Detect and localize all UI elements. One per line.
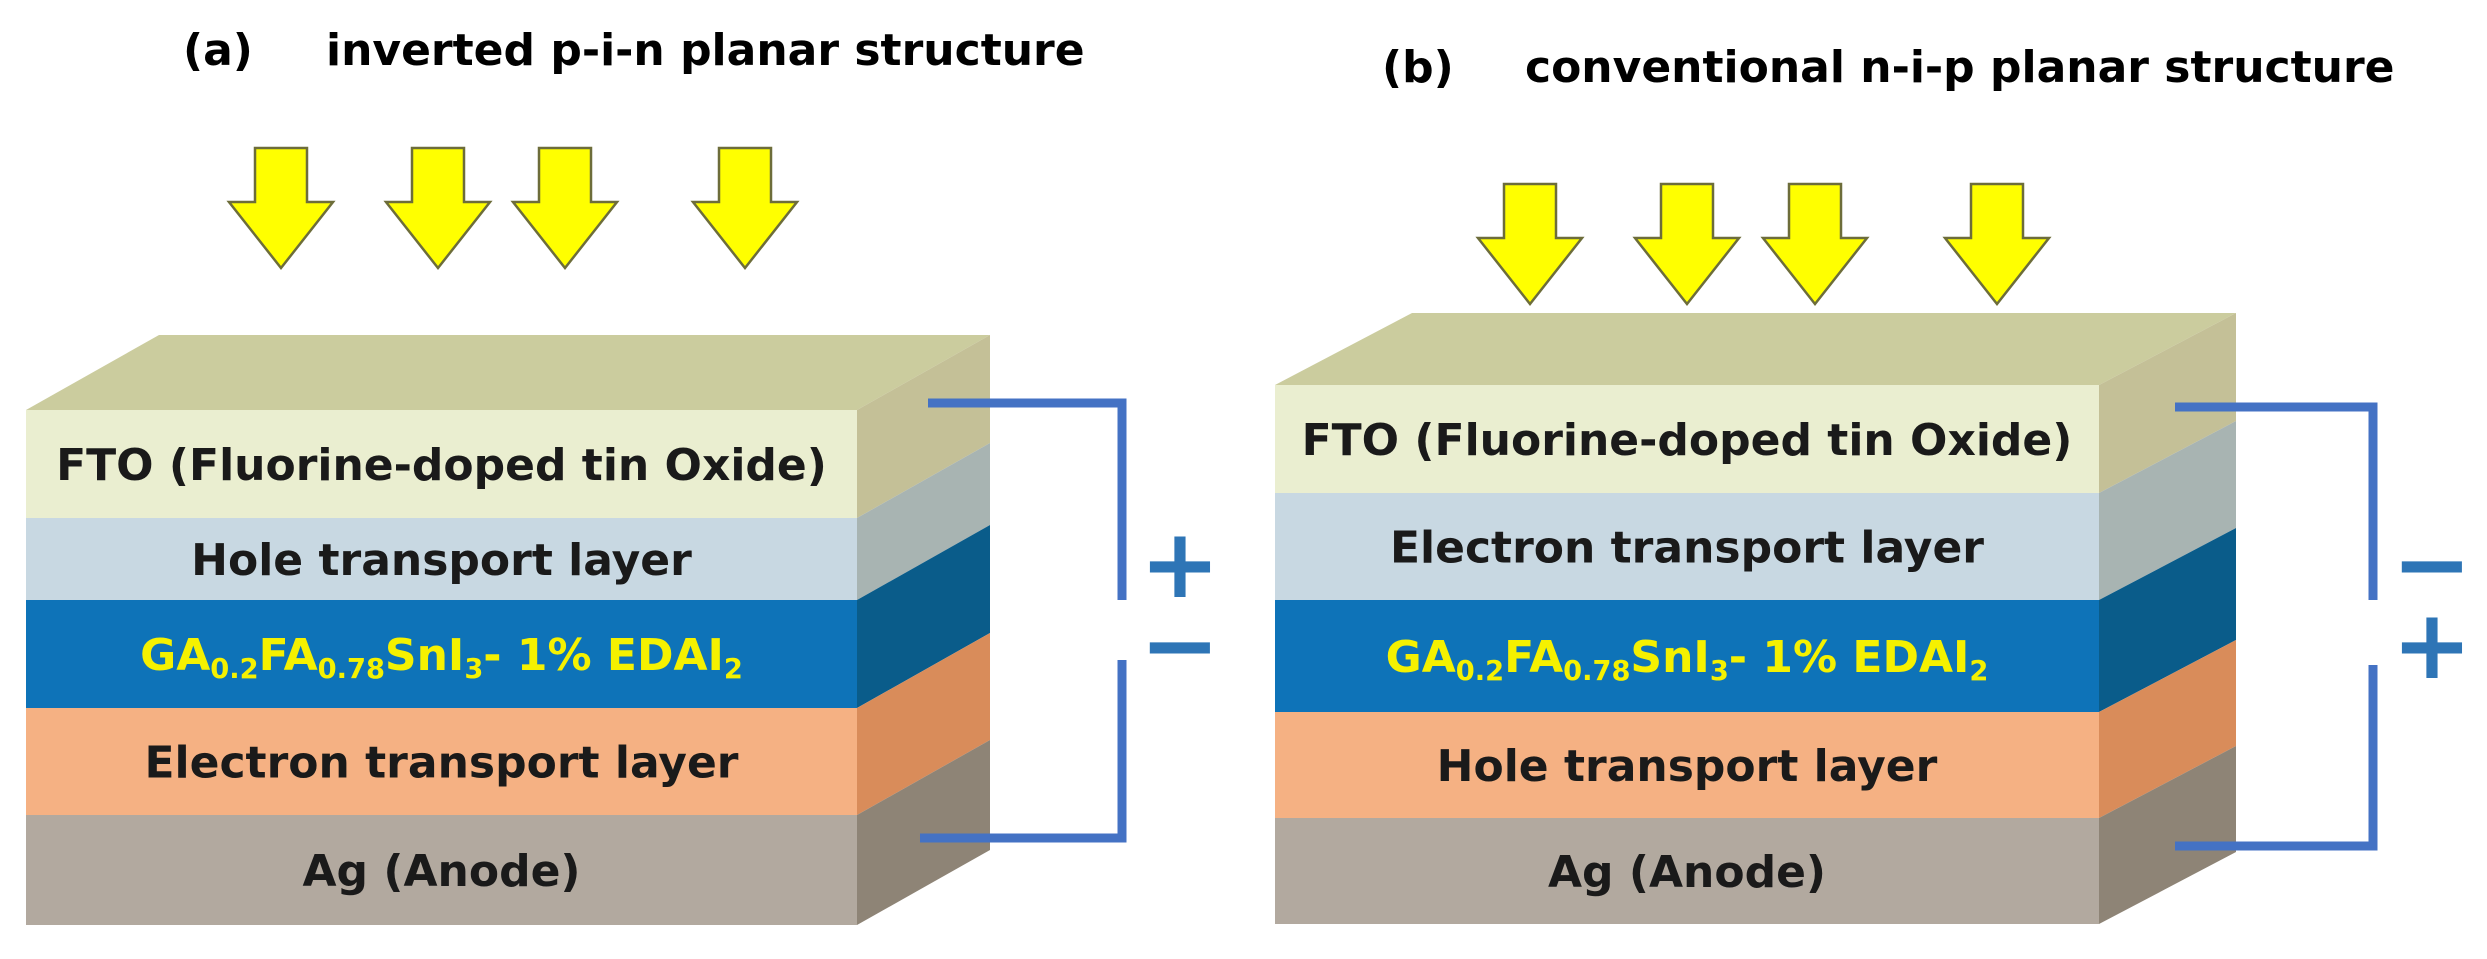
layer-side-face [2099, 640, 2236, 818]
bottom-terminal-sign: − [1140, 589, 1220, 701]
layer-front-face [1275, 712, 2099, 818]
panel-b-header: (b) conventional n-i-p planar structure [1382, 42, 2395, 93]
bottom-contact-wire [2175, 665, 2378, 851]
layer-etl: Electron transport layer [26, 633, 990, 815]
layer-anode: Ag (Anode) [26, 740, 990, 925]
light-arrow-icon [1760, 182, 1870, 307]
layer-perovskite: GA0.2FA0.78SnI3- 1% EDAI2 [1275, 528, 2236, 712]
layer-side-face [857, 335, 990, 518]
layer-side-face [2099, 528, 2236, 712]
layer-front-face [26, 600, 857, 708]
layer-side-face [857, 443, 990, 600]
layer-htl: Hole transport layer [26, 443, 990, 600]
layer-label: Ag (Anode) [302, 846, 580, 897]
stack-top-face [26, 335, 990, 410]
layer-htl: Hole transport layer [1275, 640, 2236, 818]
layer-fto: FTO (Fluorine-doped tin Oxide) [26, 335, 990, 518]
light-arrow-icon [1632, 182, 1742, 307]
layer-label: Electron transport layer [1390, 522, 1984, 573]
layer-front-face [1275, 493, 2099, 600]
panel-a-title: inverted p-i-n planar structure [326, 25, 1085, 76]
layer-label: GA0.2FA0.78SnI3- 1% EDAI2 [140, 630, 743, 685]
layer-label: FTO (Fluorine-doped tin Oxide) [56, 440, 827, 491]
bottom-terminal-sign: + [2392, 589, 2472, 701]
panel-a-header: (a) inverted p-i-n planar structure [183, 25, 1085, 76]
layer-front-face [26, 815, 857, 925]
panel-b-label: (b) [1382, 42, 1454, 93]
layer-side-face [2099, 313, 2236, 493]
top-terminal-sign: + [1140, 508, 1220, 620]
layer-label: GA0.2FA0.78SnI3- 1% EDAI2 [1386, 632, 1989, 687]
layer-side-face [857, 740, 990, 925]
light-arrow-icon [226, 146, 336, 271]
layer-label: Ag (Anode) [1548, 847, 1826, 898]
layer-front-face [1275, 385, 2099, 493]
layer-front-face [1275, 818, 2099, 924]
light-arrow-icon [1942, 182, 2052, 307]
light-arrow-icon [1475, 182, 1585, 307]
layer-perovskite: GA0.2FA0.78SnI3- 1% EDAI2 [26, 525, 990, 708]
bottom-contact-wire [920, 660, 1127, 843]
panel-a-label: (a) [183, 25, 253, 76]
layer-etl: Electron transport layer [1275, 421, 2236, 600]
top-contact-wire [2175, 402, 2378, 600]
light-arrow-icon [690, 146, 800, 271]
layer-fto: FTO (Fluorine-doped tin Oxide) [1275, 313, 2236, 493]
layer-side-face [2099, 746, 2236, 924]
layer-anode: Ag (Anode) [1275, 746, 2236, 924]
top-contact-wire [928, 398, 1127, 600]
layer-front-face [26, 518, 857, 600]
layer-front-face [1275, 600, 2099, 712]
panel-b-stack: FTO (Fluorine-doped tin Oxide) Electron t… [1275, 182, 2472, 924]
layer-side-face [2099, 421, 2236, 600]
layer-side-face [857, 633, 990, 815]
layer-label: FTO (Fluorine-doped tin Oxide) [1302, 415, 2073, 466]
layer-label: Hole transport layer [191, 535, 692, 586]
panel-a-stack: FTO (Fluorine-doped tin Oxide) Hole trans… [26, 146, 1220, 925]
panel-b-title: conventional n-i-p planar structure [1525, 42, 2395, 93]
top-terminal-sign: − [2392, 508, 2472, 620]
layer-front-face [26, 708, 857, 815]
layer-label: Hole transport layer [1437, 741, 1938, 792]
light-arrow-icon [510, 146, 620, 271]
layer-front-face [26, 410, 857, 518]
layer-label: Electron transport layer [144, 737, 738, 788]
stack-top-face [1275, 313, 2236, 385]
light-arrow-icon [383, 146, 493, 271]
layer-side-face [857, 525, 990, 708]
